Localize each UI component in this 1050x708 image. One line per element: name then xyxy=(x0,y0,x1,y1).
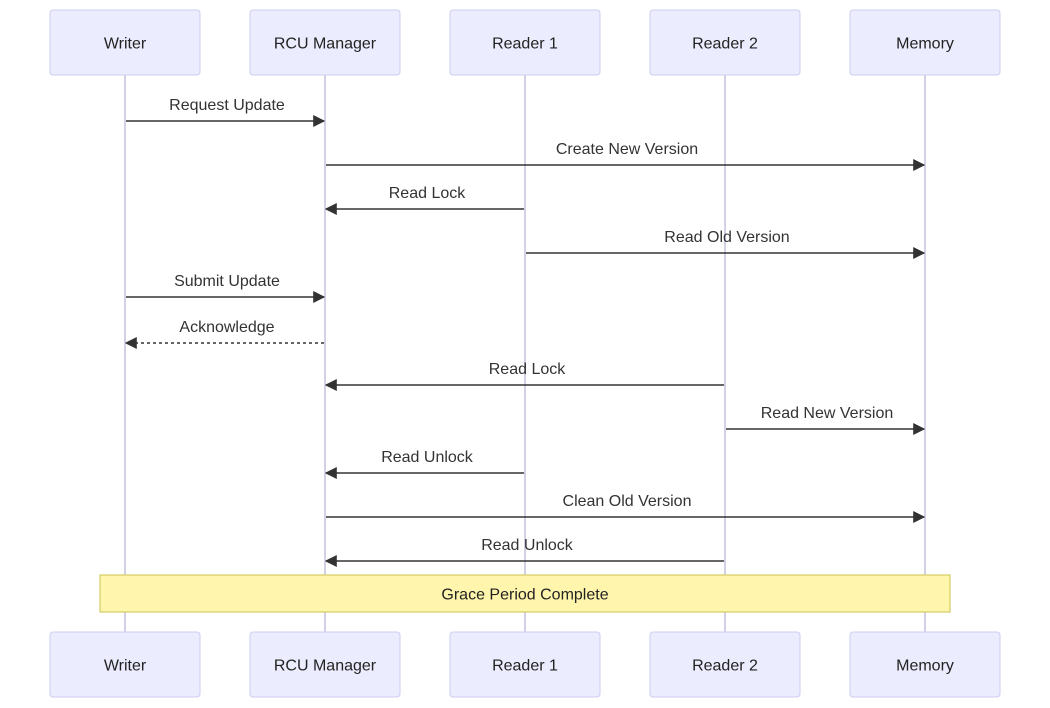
message-label: Clean Old Version xyxy=(563,493,692,510)
participant-reader2-bottom: Reader 2 xyxy=(649,631,801,698)
participant-label: Reader 2 xyxy=(692,36,758,53)
message-label: Read Old Version xyxy=(664,229,789,246)
participant-reader1-bottom: Reader 1 xyxy=(449,631,601,698)
note-box xyxy=(99,574,951,613)
message-label: Read Unlock xyxy=(381,449,474,466)
message: Submit Update xyxy=(126,273,326,303)
participant-label: Reader 2 xyxy=(692,658,758,675)
participant-label: Memory xyxy=(896,36,954,53)
note-layer: Grace Period Complete xyxy=(99,574,951,613)
participant-label: Writer xyxy=(104,36,147,53)
participant-box xyxy=(449,9,601,76)
participant-reader1-top: Reader 1 xyxy=(449,9,601,76)
participant-writer-bottom: Writer xyxy=(49,631,201,698)
participant-box xyxy=(849,9,1001,76)
message: Read Unlock xyxy=(324,449,524,479)
participant-box xyxy=(649,9,801,76)
message: Read Lock xyxy=(324,361,724,391)
message-label: Request Update xyxy=(169,97,285,114)
participant-rcu-top: RCU Manager xyxy=(249,9,401,76)
message: Acknowledge xyxy=(124,319,324,349)
participant-writer-top: Writer xyxy=(49,9,201,76)
message: Request Update xyxy=(126,97,326,127)
participant-box xyxy=(49,9,201,76)
participant-box xyxy=(649,631,801,698)
message-label: Read New Version xyxy=(761,405,894,422)
participant-box xyxy=(849,631,1001,698)
message: Read Lock xyxy=(324,185,524,215)
message-label: Read Lock xyxy=(489,361,566,378)
participant-rcu-bottom: RCU Manager xyxy=(249,631,401,698)
message-label: Read Lock xyxy=(389,185,466,202)
message: Clean Old Version xyxy=(326,493,926,523)
participants-bottom: Writer RCU Manager Reader 1 Reader 2 Memory xyxy=(49,631,1001,698)
participant-label: Reader 1 xyxy=(492,36,558,53)
participants-top: Writer RCU Manager Reader 1 Reader 2 Memory xyxy=(49,9,1001,76)
message-label: Create New Version xyxy=(556,141,698,158)
message: Create New Version xyxy=(326,141,926,171)
note: Grace Period Complete xyxy=(99,574,951,613)
message-label: Acknowledge xyxy=(179,319,274,336)
participant-box xyxy=(249,631,401,698)
participant-memory-top: Memory xyxy=(849,9,1001,76)
message-label: Read Unlock xyxy=(481,537,574,554)
participant-label: Writer xyxy=(104,658,147,675)
participant-label: Reader 1 xyxy=(492,658,558,675)
participant-reader2-top: Reader 2 xyxy=(649,9,801,76)
participant-box xyxy=(449,631,601,698)
participant-label: RCU Manager xyxy=(274,36,377,53)
participant-label: RCU Manager xyxy=(274,658,377,675)
participant-label: Memory xyxy=(896,658,954,675)
participant-box xyxy=(49,631,201,698)
participant-box xyxy=(249,9,401,76)
note-label: Grace Period Complete xyxy=(441,587,608,604)
message: Read Old Version xyxy=(526,229,926,259)
participant-memory-bottom: Memory xyxy=(849,631,1001,698)
message: Read New Version xyxy=(726,405,926,435)
message: Read Unlock xyxy=(324,537,724,567)
message-label: Submit Update xyxy=(174,273,280,290)
